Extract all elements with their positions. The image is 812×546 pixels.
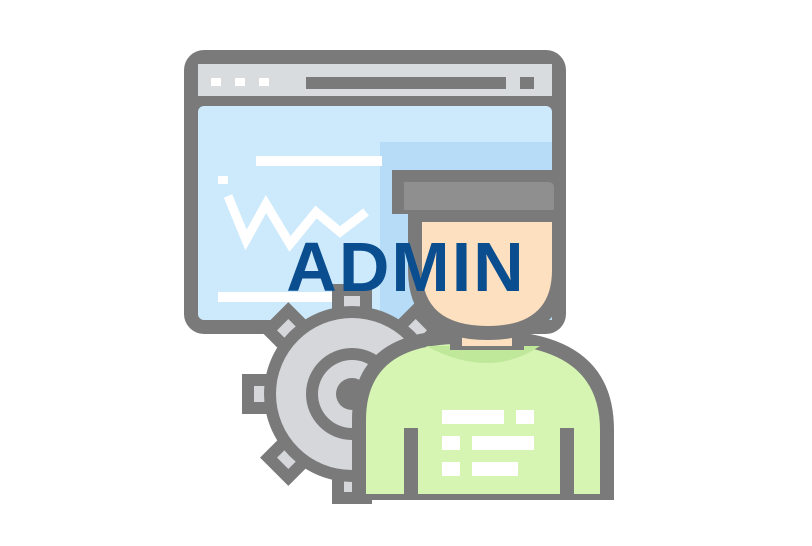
admin-person-icon — [352, 170, 614, 500]
admin-label: ADMIN — [286, 228, 526, 306]
line-chart-icon — [223, 194, 369, 252]
